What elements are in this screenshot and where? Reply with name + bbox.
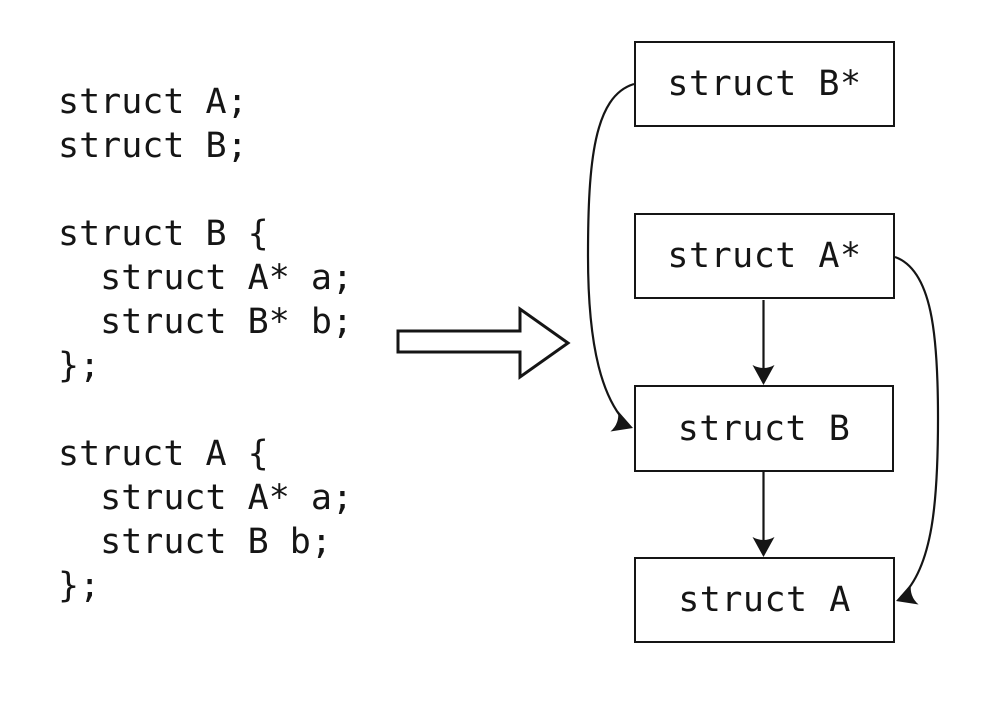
node-struct-a-ptr: struct A* (634, 213, 895, 299)
node-struct-b: struct B (634, 385, 894, 472)
code-snippet: struct A; struct B; struct B { struct A*… (58, 82, 354, 606)
node-struct-a: struct A (634, 557, 895, 643)
node-struct-b-label: struct B (677, 408, 851, 449)
node-struct-b-ptr: struct B* (634, 41, 895, 127)
transform-arrow-icon (396, 306, 571, 380)
node-struct-b-ptr-label: struct B* (667, 64, 862, 104)
edge-structAptr-to-structB (752, 300, 775, 385)
node-struct-a-label: struct A (678, 580, 851, 620)
edge-structBptr-to-structB (586, 82, 635, 432)
edge-structAptr-to-structA (894, 255, 940, 605)
node-struct-a-ptr-label: struct A* (667, 236, 862, 276)
edge-structB-to-structA (752, 471, 775, 557)
